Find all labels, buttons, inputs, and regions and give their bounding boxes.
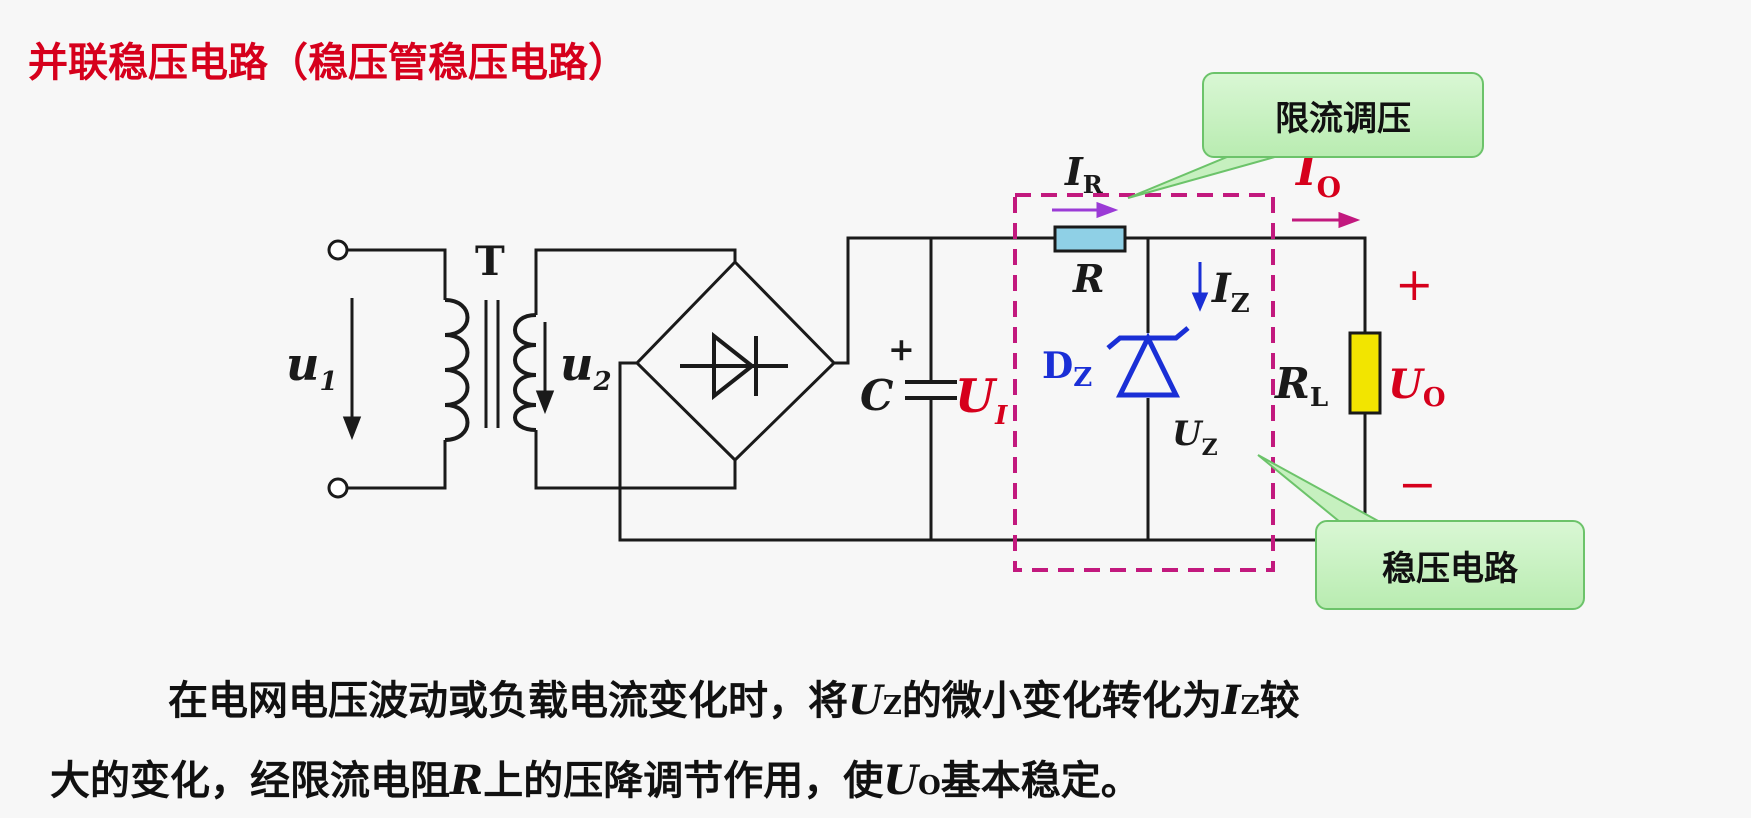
- paragraph-line-2: 大的变化，经限流电阻R上的压降调节作用，使UO基本稳定。: [50, 757, 1141, 804]
- label-u1-sub: 1: [319, 367, 337, 397]
- paragraph-line-1: 在电网电压波动或负载电流变化时，将UZ的微小变化转化为IZ较: [168, 677, 1300, 724]
- bridge-diode-symbol: [680, 331, 788, 401]
- primary-bottom-wire: [347, 440, 447, 490]
- label-cap: C: [860, 371, 894, 420]
- u1-arrow: [342, 298, 362, 441]
- bridge-negative-wire: [618, 361, 1368, 542]
- bridge-rectifier: [634, 259, 837, 463]
- callout-regulator: 稳压电路: [1315, 520, 1585, 610]
- primary-top-wire: [347, 248, 447, 300]
- label-ui-sub: I: [994, 401, 1008, 431]
- input-terminal-top: [327, 239, 349, 261]
- label-ui: UI: [955, 369, 1008, 431]
- label-ir-sub: R: [1083, 170, 1104, 199]
- label-iz-sub: Z: [1231, 289, 1250, 319]
- iz-arrow: [1191, 262, 1209, 312]
- secondary-top-wire: [534, 248, 737, 315]
- io-arrow: [1292, 211, 1361, 229]
- input-terminals: [327, 239, 447, 499]
- output-top-rail: [1125, 236, 1367, 333]
- regulator-dashed-box: [1013, 193, 1275, 572]
- label-cap-plus: +: [888, 330, 915, 368]
- slide-title: 并联稳压电路（稳压管稳压电路）: [28, 40, 628, 86]
- callout-regulator-pointer: [1257, 454, 1381, 523]
- label-transformer: T: [475, 238, 505, 285]
- label-uo-sub: O: [1423, 383, 1446, 413]
- label-dz-sub: Z: [1073, 363, 1092, 393]
- label-resistor: R: [1072, 256, 1105, 301]
- label-uz: UZ: [1172, 414, 1218, 461]
- bridge-positive-wire: [834, 236, 1055, 365]
- label-output-minus: −: [1398, 457, 1437, 511]
- primary-coil: [444, 298, 470, 442]
- label-io-sub: O: [1317, 171, 1341, 204]
- resistor-r: [1053, 225, 1127, 253]
- input-terminal-bottom: [327, 477, 349, 499]
- label-output-plus: +: [1395, 257, 1434, 311]
- label-u2: u2: [560, 337, 612, 397]
- label-uz-sub: Z: [1202, 435, 1218, 461]
- secondary-bottom-wire: [534, 430, 737, 490]
- ir-arrow: [1052, 201, 1119, 219]
- label-dz: DZ: [1042, 345, 1092, 393]
- zener-diode: [1106, 326, 1190, 398]
- secondary-coil: [513, 313, 537, 432]
- u2-arrow: [535, 322, 555, 415]
- callout-limit: 限流调压: [1202, 72, 1484, 158]
- label-rl: RL: [1274, 359, 1328, 413]
- label-rl-sub: L: [1310, 383, 1328, 413]
- label-ir: IR: [1064, 149, 1104, 199]
- label-u2-sub: 2: [592, 367, 611, 397]
- label-u1: u1: [286, 337, 338, 397]
- label-uo: UO: [1388, 361, 1446, 413]
- label-iz: IZ: [1211, 265, 1250, 319]
- load-resistor-rl: [1348, 331, 1382, 415]
